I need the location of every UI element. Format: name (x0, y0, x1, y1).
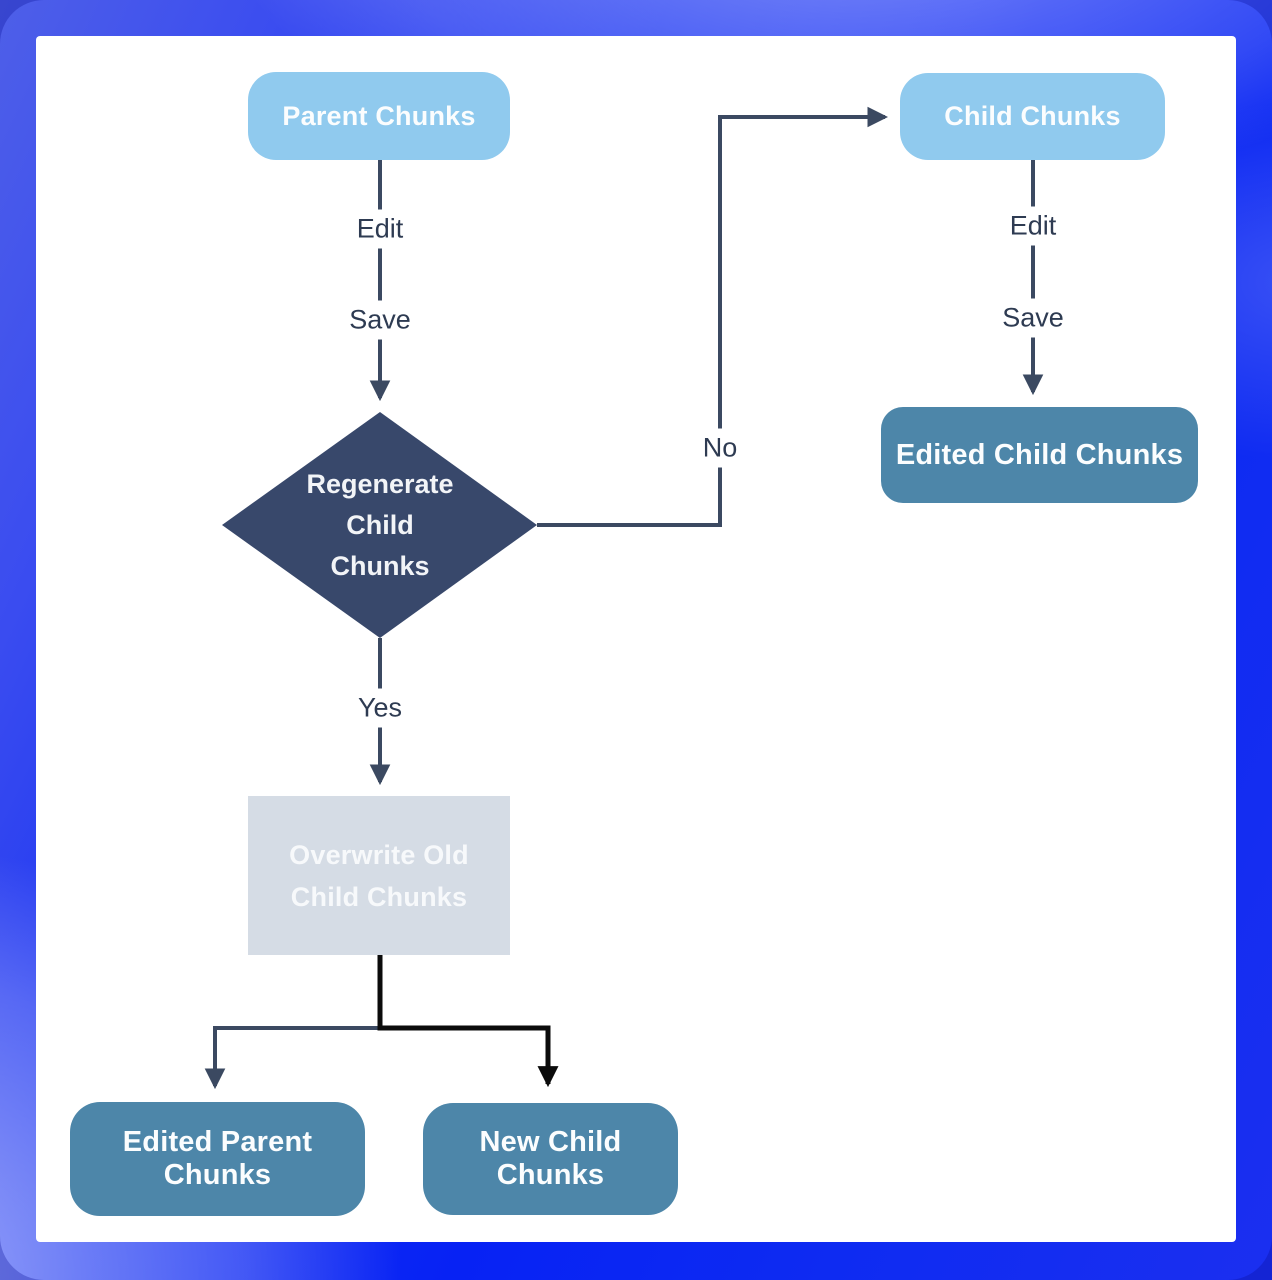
decision-label-line-2: Child (346, 509, 414, 540)
node-child-chunks: Child Chunks (900, 73, 1165, 160)
decision-diamond-shape (222, 412, 537, 638)
edge-label-parent-save: Save (339, 300, 421, 340)
edge-label-child-edit: Edit (999, 206, 1067, 246)
node-new-child-chunks-label: New Child Chunks (479, 1126, 622, 1191)
node-edited-child-chunks: Edited Child Chunks (881, 407, 1198, 503)
decision-label-line-3: Chunks (330, 550, 430, 581)
node-edited-parent-chunks-label: Edited Parent Chunks (122, 1126, 313, 1191)
node-overwrite-old-child-chunks-label: Overwrite Old Child Chunks (289, 839, 469, 912)
node-parent-chunks: Parent Chunks (248, 72, 510, 160)
edge-label-no: No (692, 428, 748, 468)
edge-overwrite-to-edited-parent (204, 1026, 380, 1090)
edge-label-parent-edit: Edit (346, 209, 414, 249)
edge-decision-no-to-child (537, 106, 889, 527)
node-child-chunks-label: Child Chunks (944, 101, 1121, 131)
node-edited-child-chunks-label: Edited Child Chunks (895, 438, 1184, 471)
node-edited-parent-chunks: Edited Parent Chunks (70, 1102, 365, 1216)
node-new-child-chunks: New Child Chunks (423, 1103, 678, 1215)
node-overwrite-old-child-chunks: Overwrite Old Child Chunks (248, 796, 510, 955)
edge-label-child-save: Save (992, 298, 1074, 338)
decision-label-line-1: Regenerate (306, 468, 454, 499)
flowchart-canvas: Parent Chunks Child Chunks Regenerate Ch… (36, 36, 1236, 1242)
edge-overwrite-to-new-child (377, 955, 559, 1088)
flowchart-edges-layer (204, 106, 1044, 1090)
edge-label-yes: Yes (347, 688, 413, 728)
node-regenerate-decision-label: Regenerate Child Chunks (260, 462, 500, 588)
node-parent-chunks-label: Parent Chunks (282, 100, 476, 131)
